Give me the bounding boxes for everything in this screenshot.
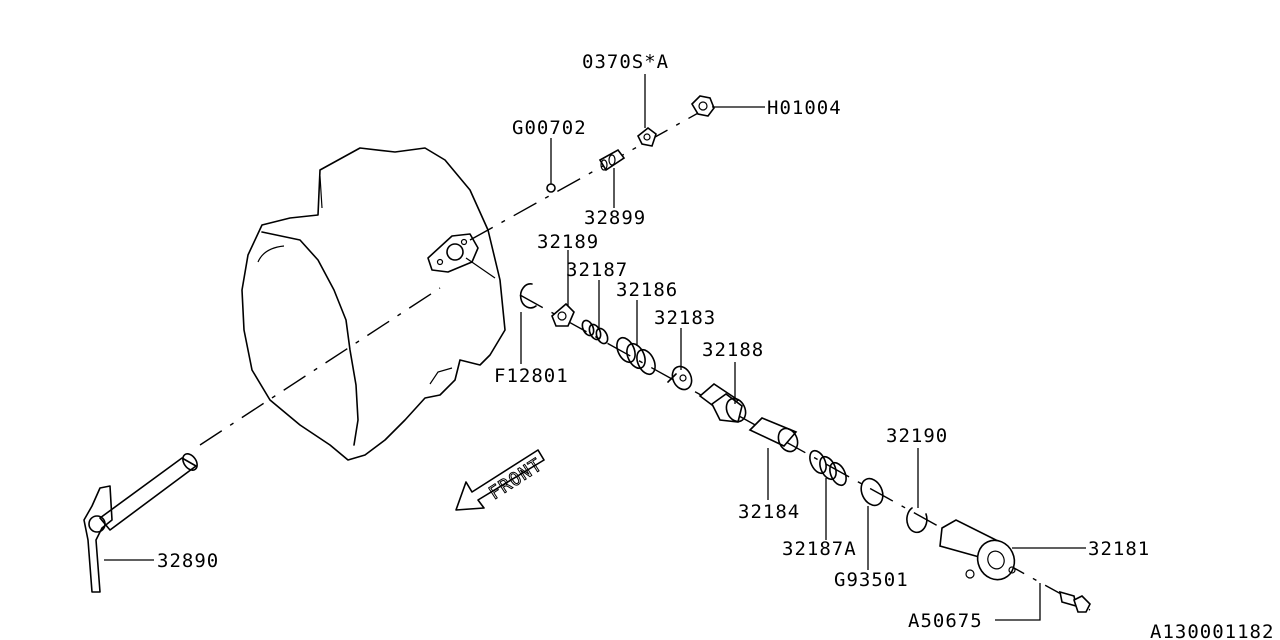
callout-32187a: 32187A	[782, 538, 857, 560]
switch-h01004	[690, 95, 715, 117]
callout-g93501: G93501	[834, 569, 909, 591]
front-direction-arrow: FRONT	[455, 449, 547, 511]
callout-32181: 32181	[1088, 538, 1150, 560]
cover-32181	[939, 519, 1016, 581]
ball-g00702	[546, 183, 556, 193]
spring-32187	[581, 319, 609, 345]
washer-0370s	[636, 126, 657, 147]
callout-32187: 32187	[566, 259, 628, 281]
spring-32187a	[809, 449, 847, 487]
diagram-id: A130001182	[1150, 621, 1274, 640]
callout-0370s-a: 0370S*A	[582, 51, 669, 73]
sleeve-32184	[748, 417, 799, 453]
main-center-line	[199, 287, 441, 446]
bolt-a50675	[1058, 590, 1091, 613]
callout-f12801: F12801	[494, 365, 569, 387]
piston-32188	[698, 382, 747, 423]
plunger-32899	[598, 148, 626, 172]
upper-center-line	[469, 111, 701, 241]
housing-mounting-flange	[427, 233, 496, 279]
snap-ring-32190	[906, 507, 928, 534]
callout-32190: 32190	[886, 425, 948, 447]
transmission-housing	[241, 147, 506, 461]
callout-32899: 32899	[584, 207, 646, 229]
snap-ring-f12801	[519, 283, 537, 309]
shaft-center-line	[519, 294, 1091, 611]
retainer-32183	[667, 365, 693, 391]
spring-32186	[616, 336, 656, 376]
shift-shaft-32890	[83, 453, 198, 593]
callout-32186: 32186	[616, 279, 678, 301]
callout-32890: 32890	[157, 550, 219, 572]
callout-32184: 32184	[738, 501, 800, 523]
leader-lines	[104, 74, 1086, 621]
callout-32188: 32188	[702, 339, 764, 361]
o-ring-g93501	[860, 477, 884, 507]
callout-g00702: G00702	[512, 117, 587, 139]
callout-32183: 32183	[654, 307, 716, 329]
callout-labels: 0370S*A H01004 G00702 32899 32189 32187 …	[157, 51, 1274, 640]
callout-h01004: H01004	[767, 97, 842, 119]
callout-32189: 32189	[537, 231, 599, 253]
seal-32189	[551, 302, 575, 327]
callout-a50675: A50675	[908, 610, 983, 632]
front-label: FRONT	[485, 454, 546, 504]
